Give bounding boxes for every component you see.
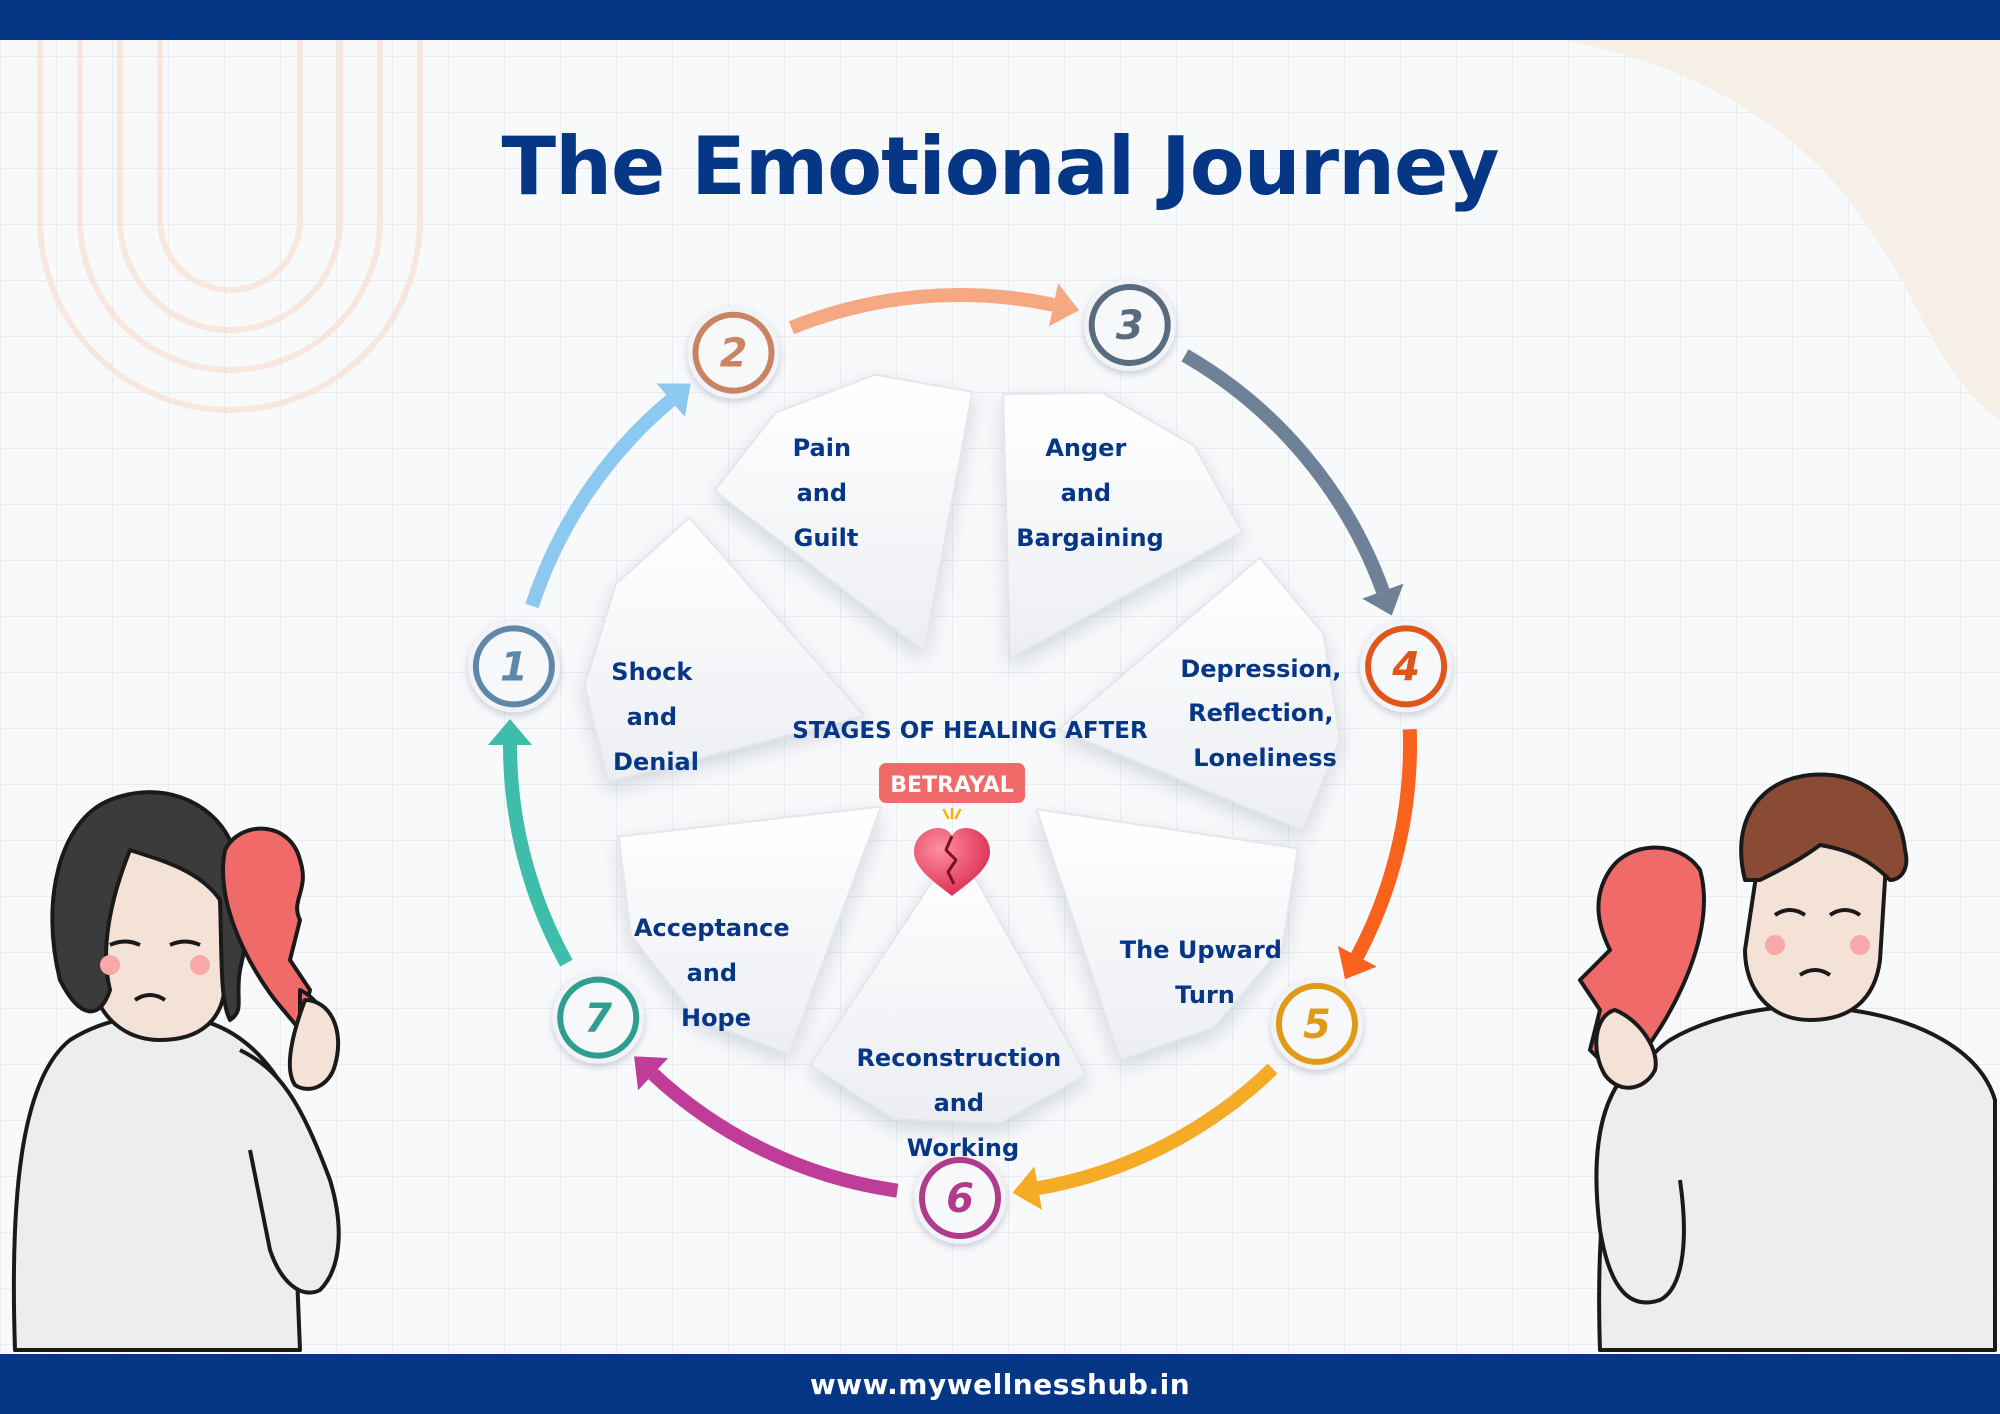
footer-band: www.mywellnesshub.in: [0, 1354, 2000, 1414]
badge-ring: [1365, 625, 1448, 708]
badge-ring: [557, 976, 640, 1059]
stage-5-number: 5: [1303, 1002, 1331, 1048]
stage-7-number: 7: [584, 996, 612, 1042]
footer-url[interactable]: www.mywellnesshub.in: [809, 1367, 1191, 1401]
stage-2-number: 2: [720, 331, 748, 377]
stage-labels: Shock and Denial Pain and Guilt Anger an…: [611, 434, 1349, 1162]
arrow-arc-6: [648, 1068, 899, 1198]
stage-6-number-badge: 6: [914, 1152, 1006, 1244]
badge-ring: [1088, 283, 1171, 366]
cycle-arrows: [488, 283, 1418, 1210]
stage-card-6: [809, 843, 1088, 1124]
stage-5-label: The Upward Turn: [1120, 936, 1291, 1009]
stage-4-number-badge: 4: [1360, 620, 1453, 713]
stage-2-number-badge: 2: [687, 306, 780, 399]
stage-cards: [583, 373, 1341, 1124]
badge-ring: [692, 311, 775, 394]
stage-1-number: 1: [500, 644, 528, 690]
stage-2-label: Pain and Guilt: [793, 434, 860, 552]
arrow-head-4: [1337, 945, 1377, 980]
sad-man-illustration: [1578, 772, 1997, 1352]
arrow-head-1: [656, 383, 691, 418]
stage-3-number-badge: 3: [1083, 278, 1176, 371]
arrow-arc-7: [503, 744, 573, 967]
stage-card-2: [713, 373, 974, 653]
arrow-arc-4: [1351, 729, 1418, 960]
center-heading: STAGES OF HEALING AFTER: [792, 718, 1148, 744]
broken-heart-icon: [914, 807, 990, 896]
stage-card-5: [1035, 808, 1299, 1061]
stage-card-7: [617, 805, 883, 1056]
decor-blob: [1560, 40, 2000, 420]
page-title: The Emotional Journey: [501, 120, 1500, 213]
arrow-head-7: [488, 719, 532, 745]
badge-ring: [919, 1157, 1001, 1239]
stage-5-number-badge: 5: [1270, 977, 1363, 1070]
arrow-arc-1: [525, 394, 676, 609]
stage-7-number-badge: 7: [552, 971, 645, 1064]
betrayal-badge: BETRAYAL: [890, 773, 1014, 798]
top-band: [0, 0, 2000, 40]
arrow-head-3: [1362, 583, 1404, 616]
stage-number-badges: 1 2 3 4 5 6 7: [467, 278, 1453, 1244]
stage-3-label: Anger and Bargaining: [1016, 434, 1164, 552]
stage-6-label: Reconstruction and Working: [856, 1044, 1069, 1162]
arrow-head-6: [634, 1056, 669, 1091]
stage-card-4: [1057, 556, 1341, 832]
arrow-arc-5: [1036, 1063, 1278, 1196]
stage-4-number: 4: [1391, 644, 1420, 690]
decor-arcs: [37, 40, 423, 413]
badge-ring: [1275, 982, 1358, 1065]
betrayal-badge-bg: [879, 763, 1025, 803]
stage-7-label: Acceptance and Hope: [634, 914, 798, 1032]
stage-4-label: Depression, Reflection, Loneliness: [1180, 655, 1349, 772]
stage-6-number: 6: [946, 1176, 974, 1222]
arrow-head-5: [1012, 1166, 1042, 1210]
stage-card-1: [583, 516, 866, 783]
arrow-arc-2: [788, 288, 1056, 335]
stage-card-3: [1002, 391, 1244, 660]
stage-1-number-badge: 1: [467, 620, 560, 713]
arrow-head-2: [1048, 283, 1079, 327]
badge-ring: [472, 625, 555, 708]
sad-woman-illustration: [11, 790, 341, 1352]
stage-3-number: 3: [1116, 303, 1144, 349]
arrow-arc-3: [1181, 349, 1390, 594]
stage-1-label: Shock and Denial: [611, 658, 700, 776]
